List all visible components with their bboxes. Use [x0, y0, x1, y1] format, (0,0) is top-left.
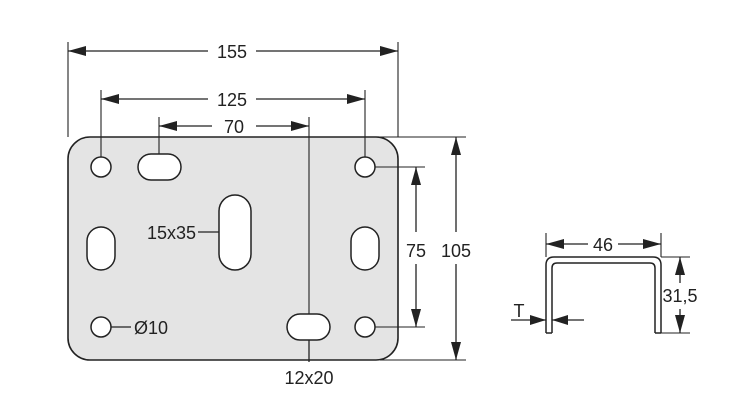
dimension-thickness: T: [511, 301, 584, 325]
dimension-profile-width: 46: [545, 233, 662, 257]
slot-left-vertical: [86, 226, 116, 271]
thickness-label: T: [514, 301, 525, 321]
slot-right-vertical: [350, 226, 380, 271]
callout-round-hole: Ø10: [111, 318, 168, 338]
dim-155-label: 155: [217, 42, 247, 62]
dimension-vertical-hole-spacing: 75: [375, 166, 426, 328]
dimension-slot-spacing: 70: [158, 117, 310, 314]
callout-bottom-slot: 12x20: [284, 340, 334, 388]
callout-15x35-label: 15x35: [147, 223, 196, 243]
dim-125-label: 125: [217, 90, 247, 110]
dim-46-label: 46: [593, 235, 613, 255]
profile-outer: [545, 256, 662, 333]
profile-inner: [551, 262, 656, 333]
dim-75-label: 75: [406, 241, 426, 261]
dimension-outer-hole-spacing: 125: [100, 90, 366, 157]
slot-top-horizontal: [137, 153, 182, 181]
callout-12x20-label: 12x20: [284, 368, 333, 388]
hole-top-left: [90, 156, 112, 178]
profile-view: 46 31,5 T: [511, 233, 698, 334]
hole-top-right: [354, 156, 376, 178]
dim-70-label: 70: [224, 117, 244, 137]
dim-105-label: 105: [441, 241, 471, 261]
dimension-profile-height: 31,5: [661, 256, 698, 334]
dim-31-5-label: 31,5: [662, 286, 697, 306]
dimension-overall-height: 105: [380, 136, 471, 361]
hole-bottom-left: [90, 316, 112, 338]
callout-center-slot: 15x35: [147, 223, 219, 243]
slot-center-vertical: [218, 194, 252, 271]
slot-bottom-horizontal: [286, 313, 331, 341]
callout-diameter-label: Ø10: [134, 318, 168, 338]
hole-bottom-right: [354, 316, 376, 338]
dimension-overall-width: 155: [67, 42, 399, 137]
